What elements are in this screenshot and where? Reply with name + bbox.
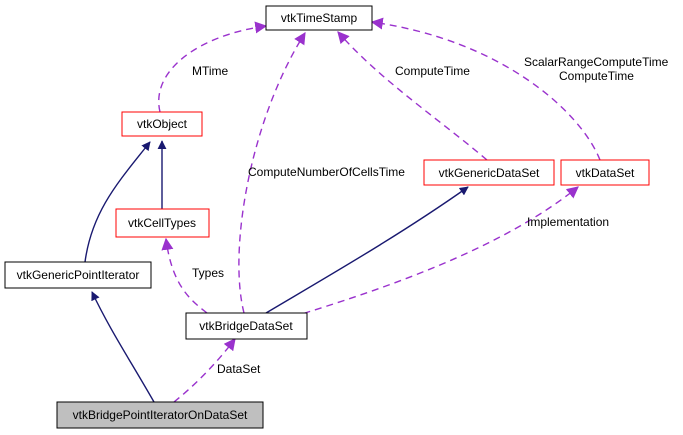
edge-label-compute-time: ComputeTime	[395, 64, 470, 78]
node-vtk-bridge-data-set[interactable]: vtkBridgeDataSet	[185, 312, 308, 340]
node-label-data-set: vtkDataSet	[576, 166, 635, 180]
node-vtk-generic-data-set[interactable]: vtkGenericDataSet	[423, 159, 555, 186]
edge-usage-scalar-range	[370, 17, 601, 161]
edge-inherit-bridge-iterator-generic-iterator	[91, 291, 155, 403]
edge-label-compute-cells-time: ComputeNumberOfCellsTime	[248, 165, 405, 179]
edge-label-data-set: DataSet	[217, 362, 261, 376]
edge-usage-compute-time	[337, 31, 488, 161]
edge-inherit-bridge-data-set-generic-data-set	[265, 186, 469, 314]
edge-usage-mtime	[158, 21, 268, 113]
edge-label-types: Types	[192, 266, 224, 280]
edge-inherit-generic-point-iterator-object	[84, 141, 151, 263]
edge-usage-data-set	[173, 338, 236, 403]
edge-usage-types	[161, 237, 208, 314]
node-label-bridge-point-iterator: vtkBridgePointIteratorOnDataSet	[73, 408, 248, 422]
node-vtk-generic-point-iterator[interactable]: vtkGenericPointIterator	[4, 261, 152, 289]
node-label-bridge-data-set: vtkBridgeDataSet	[199, 319, 293, 333]
node-label-time-stamp: vtkTimeStamp	[281, 11, 358, 25]
node-label-generic-point-iterator: vtkGenericPointIterator	[17, 268, 140, 282]
node-label-generic-data-set: vtkGenericDataSet	[439, 166, 540, 180]
node-label-cell-types: vtkCellTypes	[128, 216, 196, 230]
edge-label-scalar-range-1: ScalarRangeComputeTime	[524, 55, 669, 69]
edge-label-mtime: MTime	[192, 64, 229, 78]
node-vtk-data-set[interactable]: vtkDataSet	[560, 159, 650, 186]
node-vtk-time-stamp[interactable]: vtkTimeStamp	[265, 5, 373, 31]
edge-usage-compute-cells-time	[238, 31, 306, 314]
edge-labels: MTime ComputeTime ScalarRangeComputeTime…	[192, 55, 669, 376]
node-vtk-bridge-point-iterator-on-data-set[interactable]: vtkBridgePointIteratorOnDataSet	[56, 401, 264, 429]
node-vtk-object[interactable]: vtkObject	[121, 111, 203, 137]
edge-label-scalar-range-2: ComputeTime	[559, 69, 634, 83]
node-label-object: vtkObject	[137, 117, 188, 131]
node-vtk-cell-types[interactable]: vtkCellTypes	[115, 208, 210, 238]
edges	[84, 17, 601, 403]
edge-label-implementation: Implementation	[527, 215, 609, 229]
edge-usage-implementation	[291, 186, 579, 318]
